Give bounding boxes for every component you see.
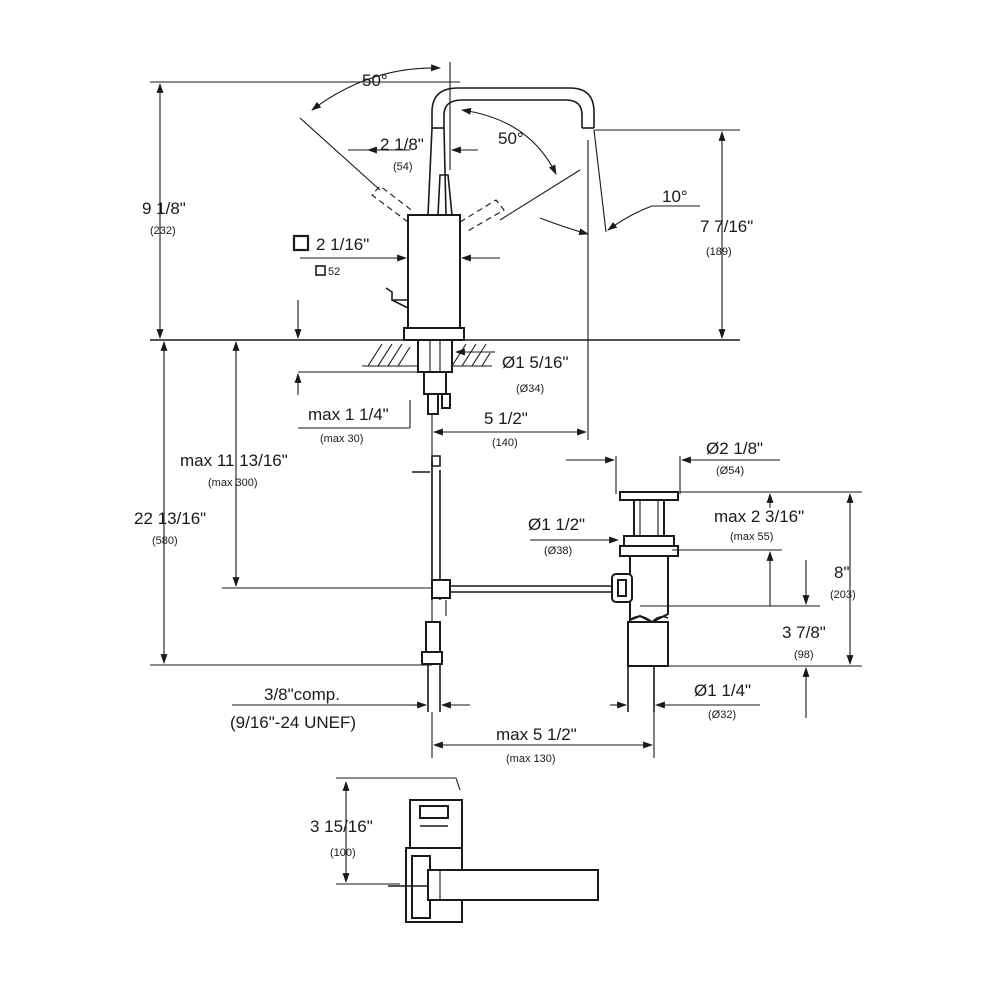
deck-max-label: max 1 1/4" [308,405,389,424]
drain-len-label: 8" [834,563,850,582]
handle-offset-label: 2 1/8" [380,135,424,154]
comp-label: 3/8"comp. [264,685,340,704]
drain-dia-label: Ø2 1/8" [706,439,763,458]
popup-thread-label: Ø1 1/2" [528,515,585,534]
tail-len-mm: (98) [794,649,814,661]
angle-top-label: 50° [362,71,388,90]
faucet-body [407,214,461,331]
tail-dia-mm: (Ø32) [708,709,736,721]
spout-height-mm: (189) [706,246,732,258]
reach-mm: (140) [492,437,518,449]
below-max-label: max 11 13/16" [180,451,288,470]
angle-right-label: 50° [498,129,524,148]
drain-assembly [611,491,679,712]
hole-dia-label: Ø1 5/16" [502,353,569,372]
rod-max-label: max 5 1/2" [496,725,577,744]
top-depth-label: 3 15/16" [310,817,373,836]
overall-label: 22 13/16" [134,509,206,528]
total-height-mm: (232) [150,225,176,237]
reach-label: 5 1/2" [484,409,528,428]
faucet [371,87,595,415]
unef-label: (9/16"-24 UNEF) [230,713,356,732]
drain-flange [619,491,679,501]
hole-dia-mm: (Ø34) [516,383,544,395]
body-square-label: 2 1/16" [316,235,369,254]
angle-spout-label: 10° [662,187,688,206]
top-depth-mm: (100) [330,847,356,859]
rod-max-mm: (max 130) [506,753,556,765]
tail-len-label: 3 7/8" [782,623,826,642]
popup-rod [222,455,612,616]
tail-dia-label: Ø1 1/4" [694,681,751,700]
drain-len-mm: (203) [830,589,856,601]
popup-thread-mm: (Ø38) [544,545,572,557]
supply-connection [421,621,443,712]
dimension-labels: 50° 50° 10° 2 1/8" (54) 9 1/8" (232) 2 1… [134,71,856,859]
top-lever [427,869,599,901]
body-square-mm: 52 [328,266,340,278]
spout [431,87,595,128]
deck-max-mm: (max 30) [320,433,363,445]
below-max-mm: (max 300) [208,477,258,489]
overall-mm: (580) [152,535,178,547]
popup-max-label: max 2 3/16" [714,507,804,526]
spout-height-label: 7 7/16" [700,217,753,236]
top-view [336,777,599,923]
lever-handle [437,174,453,216]
handle-offset-mm: (54) [393,161,413,173]
popup-max-mm: (max 55) [730,531,773,543]
total-height-label: 9 1/8" [142,199,186,218]
drain-dia-mm: (Ø54) [716,465,744,477]
